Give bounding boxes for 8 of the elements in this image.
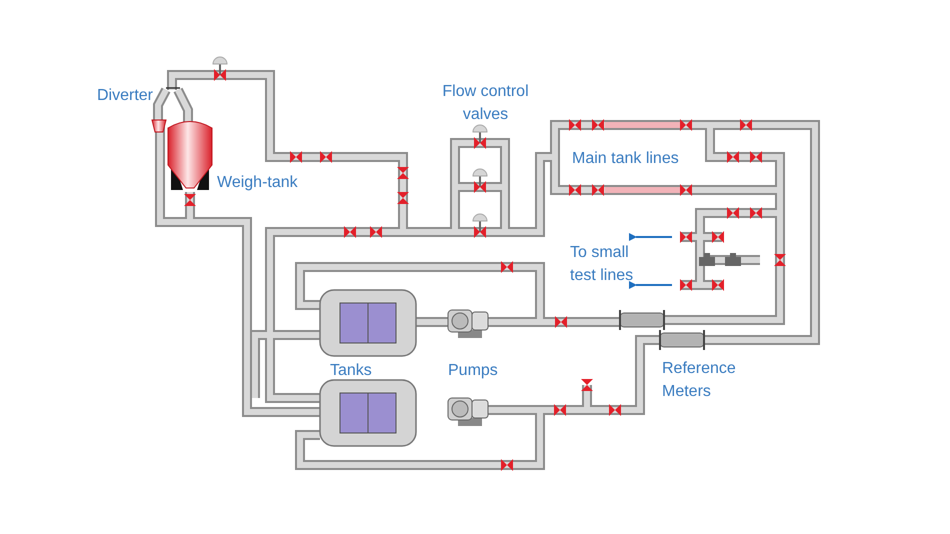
main-tank-lines-label: Main tank lines: [572, 149, 680, 169]
reference-meters-label: Reference Meters: [662, 359, 737, 402]
weigh-tank-label: Weigh-tank: [217, 173, 299, 193]
pumps-label: Pumps: [448, 361, 499, 381]
diverter-label: Diverter: [97, 86, 154, 106]
tanks-label: Tanks: [330, 361, 373, 381]
flow-control-valves-label: Flow control valves: [441, 82, 530, 125]
small-test-lines-label: To small test lines: [570, 243, 634, 286]
